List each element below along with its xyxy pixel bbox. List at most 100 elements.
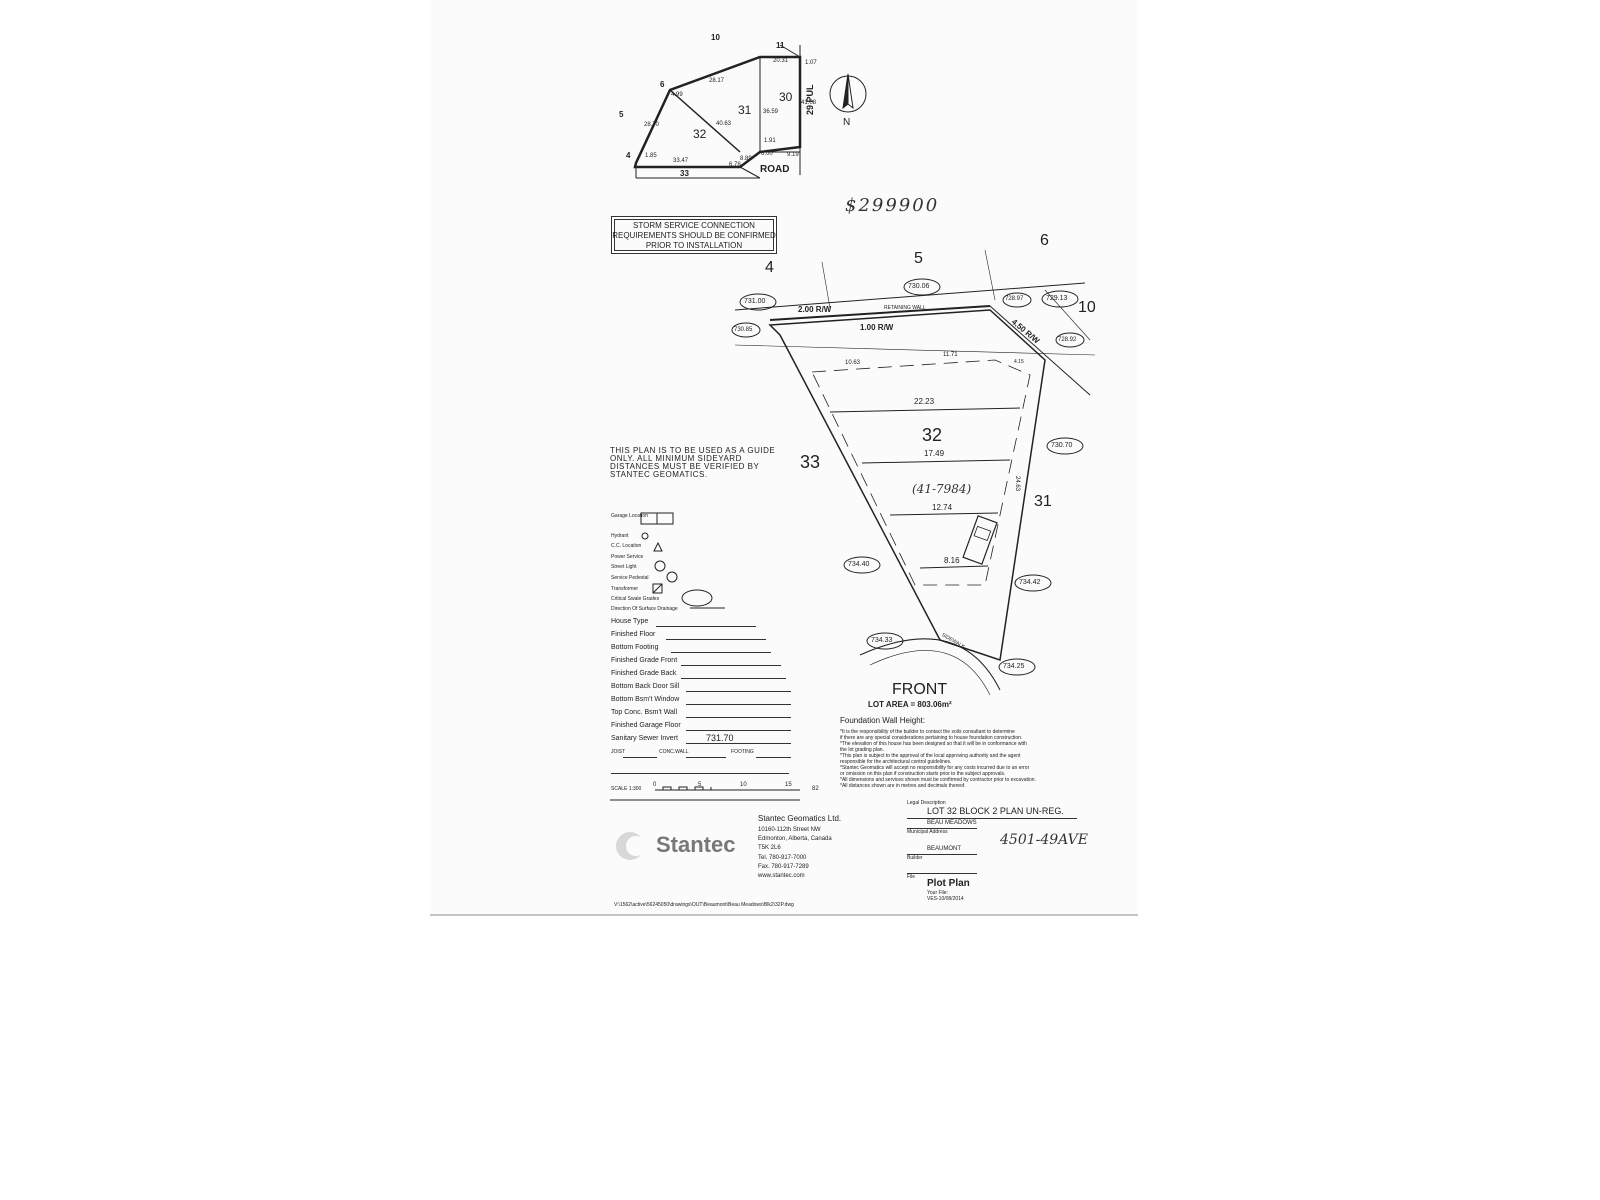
field-label: Finished Grade Front bbox=[611, 657, 678, 664]
field-label: Bottom Bsm't Window bbox=[611, 696, 680, 703]
legend-symbols bbox=[640, 512, 725, 609]
elev-1: 731.00 bbox=[744, 298, 766, 305]
transformer-icon-slash bbox=[652, 583, 663, 594]
field-label: Finished Grade Back bbox=[611, 670, 677, 677]
legend-cc: C.C. Location bbox=[611, 543, 642, 549]
key-lot-32: 32 bbox=[693, 127, 707, 141]
sidewalk-curve bbox=[859, 638, 1001, 691]
lot-area: LOT AREA = 803.06m² bbox=[868, 700, 952, 709]
disclaimer-line: *All dimensions and services shown must … bbox=[840, 777, 1036, 783]
tb-line-1 bbox=[907, 818, 1077, 819]
disclaimer-line: or omission on this plan if construction… bbox=[840, 771, 1006, 777]
field-label: Bottom Back Door Sill bbox=[611, 683, 680, 690]
scale-label: SCALE 1:300 bbox=[611, 786, 642, 792]
house-window bbox=[973, 525, 992, 542]
guide-note: THIS PLAN IS TO BE USED AS A GUIDE ONLY.… bbox=[610, 446, 776, 479]
front-label: FRONT bbox=[892, 681, 948, 698]
tb-line-3 bbox=[907, 854, 977, 855]
scale-ref: 82 bbox=[812, 786, 819, 792]
key-dim-11: 8.89 bbox=[740, 156, 752, 162]
field-sanitary: Sanitary Sewer Invert 731.70 bbox=[611, 733, 811, 745]
dim-8-16: 8.16 bbox=[944, 556, 960, 565]
dim-22-23: 22.23 bbox=[914, 397, 935, 406]
key-line-a bbox=[669, 89, 741, 153]
scale-tick-5: 5 bbox=[698, 782, 702, 788]
field-line bbox=[686, 757, 726, 758]
key-dim-10: 6.78 bbox=[729, 162, 741, 168]
company-fax: Fax. 780-917-7289 bbox=[758, 864, 809, 870]
key-street-label: 29 PUL bbox=[805, 84, 815, 115]
street-light-icon bbox=[654, 560, 666, 572]
transformer-icon bbox=[652, 583, 663, 594]
file-label: File bbox=[907, 874, 916, 880]
stantec-logo-text: Stantec bbox=[656, 832, 736, 857]
disclaimer-line: *All distances shown are in metres and d… bbox=[840, 783, 966, 789]
hydrant-icon bbox=[641, 532, 649, 540]
field-line bbox=[656, 626, 756, 627]
company-web: www.stantec.com bbox=[758, 873, 805, 879]
swale-icon bbox=[681, 589, 713, 607]
field-label: Bottom Footing bbox=[611, 644, 659, 651]
elev-ellipse-1 bbox=[739, 293, 777, 311]
key-dim-9: 33.47 bbox=[673, 158, 689, 164]
legend-pedestal: Service Pedestal bbox=[611, 575, 649, 581]
dim-line-17-49 bbox=[861, 459, 1011, 464]
field-label: Finished Garage Floor bbox=[611, 722, 681, 729]
scale-tick-15: 15 bbox=[785, 782, 792, 788]
field-line bbox=[686, 743, 791, 744]
field-back-door-sill: Bottom Back Door Sill bbox=[611, 683, 811, 693]
company-address-1: 10160-112th Street NW bbox=[758, 827, 821, 833]
builder-label: Builder bbox=[907, 855, 923, 861]
adjacent-lot-5: 5 bbox=[914, 250, 923, 267]
disclaimer-line: *Stantec Geomatics will accept no respon… bbox=[840, 765, 1030, 771]
field-line bbox=[686, 717, 791, 718]
field-house-type: House Type bbox=[611, 618, 811, 628]
dim-11-71: 11.71 bbox=[943, 352, 958, 358]
legend-drainage: Direction Of Surface Drainage bbox=[611, 606, 678, 612]
legend-power: Power Service bbox=[611, 554, 644, 560]
your-file-label: Your File: bbox=[927, 890, 948, 896]
side-row-line-2 bbox=[1044, 289, 1091, 341]
adjacent-lot-4: 4 bbox=[765, 259, 774, 276]
dim-line-8-16 bbox=[919, 565, 989, 569]
key-dim-7: 41.08 bbox=[801, 100, 817, 106]
field-bottom-footing: Bottom Footing bbox=[611, 644, 811, 654]
legend-garage: Garage Location bbox=[611, 513, 648, 519]
key-road-label: ROAD bbox=[760, 164, 790, 175]
elev-3: 729.13 bbox=[1046, 295, 1068, 302]
field-finished-floor: Finished Floor bbox=[611, 631, 811, 641]
field-top-conc: Top Conc. Bsm't Wall bbox=[611, 709, 811, 719]
legend-hydrant: Hydrant bbox=[611, 533, 629, 539]
key-lot-11: 11 bbox=[776, 41, 785, 50]
house-symbol bbox=[962, 515, 998, 565]
back-row-line bbox=[734, 282, 1086, 311]
dim-line-22-23 bbox=[829, 407, 1021, 413]
conc-wall-label: CONC.WALL bbox=[659, 749, 689, 755]
lot-32-boundary bbox=[768, 309, 1046, 661]
key-dim-6: 40.63 bbox=[716, 121, 732, 127]
row-2m: 2.00 R/W bbox=[798, 305, 832, 314]
dim-24-63: 24.63 bbox=[1014, 476, 1020, 492]
handwritten-area: (41-7984) bbox=[912, 482, 972, 496]
key-dim-15: 1.91 bbox=[764, 138, 776, 144]
field-separator bbox=[611, 773, 789, 774]
adjacent-lot-6: 6 bbox=[1040, 232, 1049, 249]
key-lot-4: 4 bbox=[626, 151, 631, 160]
file-reference: VES-10/08/2014 bbox=[927, 896, 964, 902]
key-lot-6: 6 bbox=[660, 80, 665, 89]
storm-service-note: STORM SERVICE CONNECTION REQUIREMENTS SH… bbox=[611, 216, 777, 254]
tb-line-4 bbox=[907, 873, 977, 874]
elev-5: 730.85 bbox=[734, 327, 753, 333]
field-grade-back: Finished Grade Back bbox=[611, 670, 811, 680]
field-line bbox=[756, 757, 791, 758]
key-dim-1: 28.17 bbox=[709, 78, 725, 84]
company-postal: T5K 2L6 bbox=[758, 845, 781, 851]
key-dim-13: 9.19 bbox=[787, 152, 799, 158]
retaining-wall-label: RETAINING WALL bbox=[884, 305, 926, 311]
footing-label: FOOTING bbox=[731, 749, 754, 755]
side-row-line bbox=[989, 305, 1091, 396]
field-bsmt-window: Bottom Bsm't Window bbox=[611, 696, 811, 706]
scale-bar bbox=[610, 786, 800, 801]
north-label: N bbox=[843, 117, 851, 128]
